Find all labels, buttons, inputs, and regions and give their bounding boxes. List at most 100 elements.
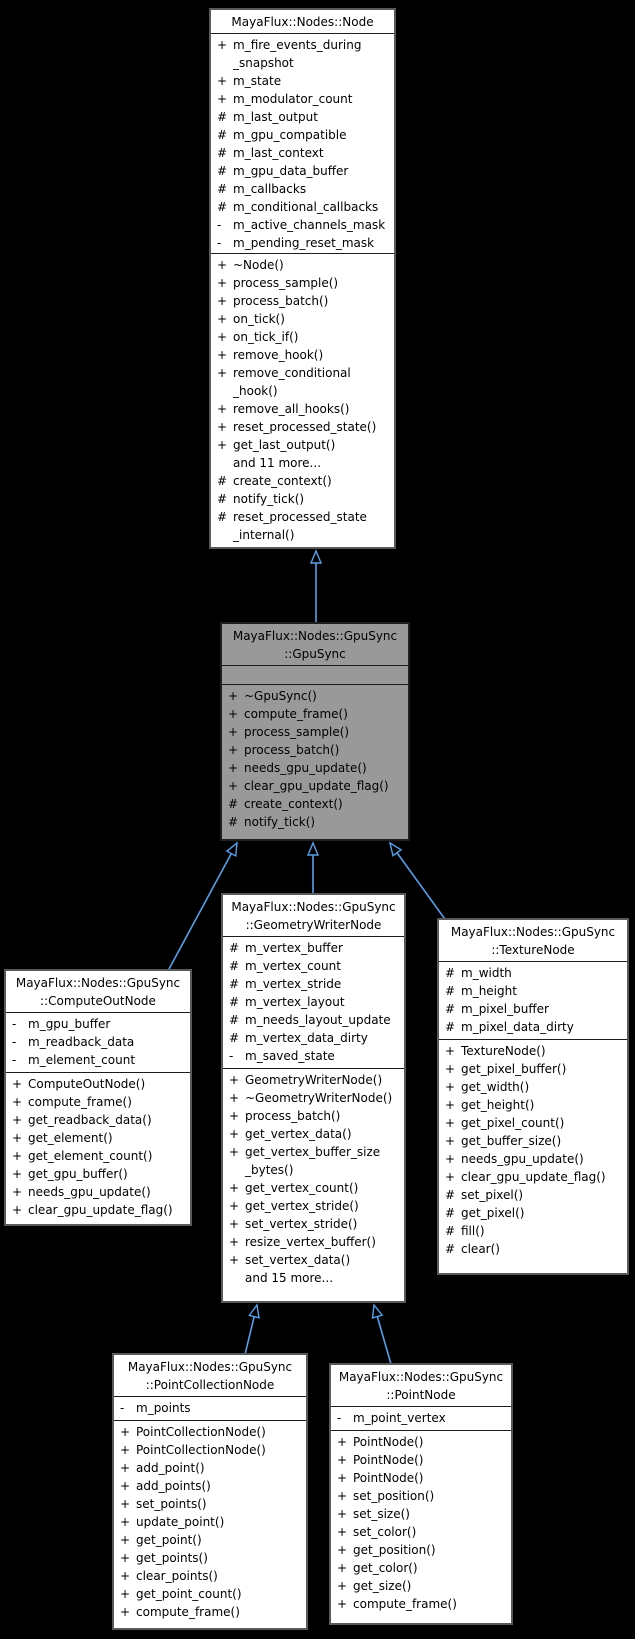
member-name: PointCollectionNode() — [136, 1425, 266, 1439]
member-name: remove_all_hooks() — [233, 402, 350, 416]
member-name: compute_frame() — [244, 707, 348, 721]
member-visibility: + — [120, 1533, 131, 1547]
member-visibility: + — [445, 1098, 456, 1112]
method-row: + reset_processed_state() — [211, 418, 394, 436]
member-visibility: + — [445, 1152, 456, 1166]
member-visibility: - — [229, 1049, 234, 1063]
member-name: remove_conditional _hook() — [233, 366, 351, 398]
member-name: get_pixel_count() — [461, 1116, 565, 1130]
method-row: + get_size() — [331, 1577, 511, 1595]
member-name: get_point_count() — [136, 1587, 242, 1601]
member-name: m_points — [136, 1401, 191, 1415]
member-visibility: # — [445, 1020, 456, 1034]
member-visibility: + — [217, 92, 228, 106]
method-row: + clear_gpu_update_flag() — [222, 777, 408, 795]
class-attributes: # m_width # m_height # m_pixel_buffer # … — [439, 962, 627, 1040]
class-attributes: - m_gpu_buffer - m_readback_data - m_ele… — [6, 1013, 190, 1073]
member-visibility: + — [217, 402, 228, 416]
member-visibility: + — [12, 1149, 23, 1163]
member-name: m_point_vertex — [353, 1411, 446, 1425]
member-name: m_pixel_buffer — [461, 1002, 549, 1016]
method-row: # clear() — [439, 1240, 627, 1258]
member-name: compute_frame() — [136, 1605, 240, 1619]
member-visibility: + — [445, 1062, 456, 1076]
member-name: m_vertex_data_dirty — [245, 1031, 368, 1045]
member-name: needs_gpu_update() — [28, 1185, 151, 1199]
member-name: get_position() — [353, 1543, 436, 1557]
member-visibility: # — [217, 128, 228, 142]
member-name: m_fire_events_during _snapshot — [233, 38, 362, 70]
method-row: + get_pixel_buffer() — [439, 1060, 627, 1078]
method-row: # set_pixel() — [439, 1186, 627, 1204]
attribute-row: # m_callbacks — [211, 180, 394, 198]
member-name: needs_gpu_update() — [461, 1152, 584, 1166]
member-name: get_size() — [353, 1579, 412, 1593]
member-name: process_batch() — [233, 294, 329, 308]
member-name: m_needs_layout_update — [245, 1013, 391, 1027]
member-name: m_callbacks — [233, 182, 307, 196]
method-row: + get_position() — [331, 1541, 511, 1559]
member-name: set_vertex_data() — [245, 1253, 351, 1267]
member-visibility: + — [12, 1185, 23, 1199]
method-row: + compute_frame() — [331, 1595, 511, 1613]
method-row: + process_batch() — [211, 292, 394, 310]
attribute-row: # m_vertex_layout — [223, 993, 404, 1011]
member-visibility: # — [445, 1242, 456, 1256]
member-visibility: # — [445, 984, 456, 998]
class-box-pointnode[interactable]: MayaFlux::Nodes::GpuSync ::PointNode - m… — [329, 1363, 513, 1625]
method-row: + remove_hook() — [211, 346, 394, 364]
method-row: + remove_conditional _hook() — [211, 364, 394, 400]
member-visibility: + — [217, 276, 228, 290]
class-box-texturenode[interactable]: MayaFlux::Nodes::GpuSync ::TextureNode #… — [437, 918, 629, 1275]
method-row: + get_buffer_size() — [439, 1132, 627, 1150]
member-visibility: # — [228, 815, 239, 829]
method-row: # create_context() — [211, 472, 394, 490]
member-name: get_vertex_stride() — [245, 1199, 359, 1213]
method-row: + clear_gpu_update_flag() — [439, 1168, 627, 1186]
member-name: get_pixel() — [461, 1206, 525, 1220]
method-row: and 15 more... — [223, 1269, 404, 1287]
member-visibility: + — [445, 1170, 456, 1184]
member-name: m_conditional_callbacks — [233, 200, 379, 214]
member-visibility: + — [228, 707, 239, 721]
method-row: + TextureNode() — [439, 1042, 627, 1060]
member-name: get_pixel_buffer() — [461, 1062, 567, 1076]
method-row: + add_point() — [114, 1459, 306, 1477]
attribute-row: + m_fire_events_during _snapshot — [211, 36, 394, 72]
member-visibility: # — [228, 797, 239, 811]
member-name: notify_tick() — [233, 492, 305, 506]
member-name: m_pending_reset_mask — [233, 236, 375, 250]
method-row: + needs_gpu_update() — [6, 1183, 190, 1201]
member-name: set_size() — [353, 1507, 410, 1521]
member-visibility: + — [120, 1479, 131, 1493]
member-name: add_point() — [136, 1461, 205, 1475]
member-name: ~Node() — [233, 258, 284, 272]
member-name: create_context() — [233, 474, 332, 488]
member-name: m_last_output — [233, 110, 318, 124]
class-title: MayaFlux::Nodes::GpuSync ::ComputeOutNod… — [6, 971, 190, 1013]
class-box-pointcollectionnode[interactable]: MayaFlux::Nodes::GpuSync ::PointCollecti… — [112, 1353, 308, 1630]
method-row: + clear_points() — [114, 1567, 306, 1585]
member-name: notify_tick() — [244, 815, 316, 829]
method-row: + process_batch() — [223, 1107, 404, 1125]
member-visibility: + — [217, 258, 228, 272]
class-box-geometrywriternode[interactable]: MayaFlux::Nodes::GpuSync ::GeometryWrite… — [221, 893, 406, 1303]
member-name: clear_gpu_update_flag() — [244, 779, 389, 793]
class-box-node[interactable]: MayaFlux::Nodes::Node + m_fire_events_du… — [209, 8, 396, 549]
class-attributes: - m_points — [114, 1397, 306, 1421]
member-name: m_gpu_compatible — [233, 128, 347, 142]
member-visibility: + — [337, 1597, 348, 1611]
member-name: add_points() — [136, 1479, 211, 1493]
attribute-row: # m_pixel_data_dirty — [439, 1018, 627, 1036]
member-name: PointNode() — [353, 1435, 424, 1449]
member-visibility: + — [120, 1569, 131, 1583]
member-visibility: # — [229, 941, 240, 955]
member-name: m_vertex_count — [245, 959, 341, 973]
member-visibility: + — [217, 420, 228, 434]
member-visibility: - — [120, 1401, 125, 1415]
member-visibility: # — [229, 977, 240, 991]
class-methods: + ~GpuSync() + compute_frame() + process… — [222, 685, 408, 839]
member-visibility: # — [217, 200, 228, 214]
class-box-computeoutnode[interactable]: MayaFlux::Nodes::GpuSync ::ComputeOutNod… — [4, 969, 192, 1226]
class-methods: + ComputeOutNode() + compute_frame() + g… — [6, 1073, 190, 1224]
